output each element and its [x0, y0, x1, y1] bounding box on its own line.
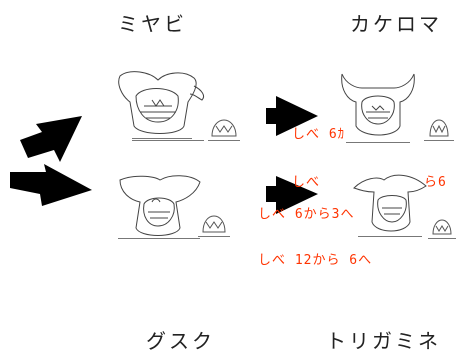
name-bottom-right: トリガミネ — [326, 329, 441, 353]
arrow-right-icon — [266, 96, 318, 136]
arrow-left-top — [20, 116, 82, 162]
arrow-mid-bottom — [266, 176, 318, 214]
level-change-line-1: しべ 6ｶ — [292, 127, 346, 142]
gusuku-small-sprite — [198, 215, 230, 237]
name-top-left: ミヤビ — [118, 12, 187, 36]
level-change-line-4: しべ 12から 6へ — [258, 253, 373, 268]
gusuku-monster-sprite — [118, 175, 201, 239]
arrow-left-bottom — [10, 164, 92, 206]
arrow-right-icon — [10, 164, 92, 206]
level-change-line-3: しべ 6から3へ — [258, 207, 355, 222]
torigamine-monster-sprite — [353, 174, 427, 237]
level-change-line-2b: ら6 — [424, 175, 447, 190]
name-top-right: カケロマ — [350, 12, 442, 36]
kakeroma-small-sprite — [424, 119, 454, 141]
torigamine-small-sprite — [428, 219, 456, 239]
name-bottom-left: グスク — [146, 329, 215, 353]
miyabi-monster-sprite — [118, 71, 205, 139]
level-change-line-2a: しべ — [292, 175, 321, 190]
arrow-mid-top — [266, 96, 318, 136]
kakeroma-monster-sprite — [341, 73, 415, 143]
arrow-right-icon — [266, 176, 318, 214]
miyabi-small-sprite — [208, 119, 240, 141]
ground-line-top-left — [132, 140, 204, 141]
arrow-right-icon — [20, 116, 82, 162]
ground-line-bottom-left — [118, 238, 200, 239]
